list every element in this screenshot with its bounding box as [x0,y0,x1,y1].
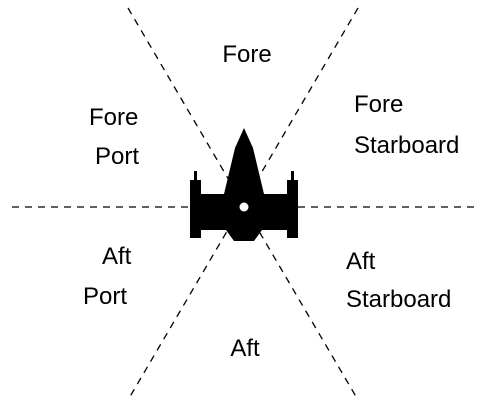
label-fore: Fore [222,41,271,68]
label-fore-port: Fore Port [89,104,145,170]
label-aft: Aft [230,335,260,362]
label-fore-starboard: Fore Starboard [354,91,459,159]
label-aft-port: Aft Port [83,243,138,310]
label-aft-starboard: Aft Starboard [346,248,451,313]
ship-icon [190,128,298,241]
ship-center-marker [239,202,249,212]
